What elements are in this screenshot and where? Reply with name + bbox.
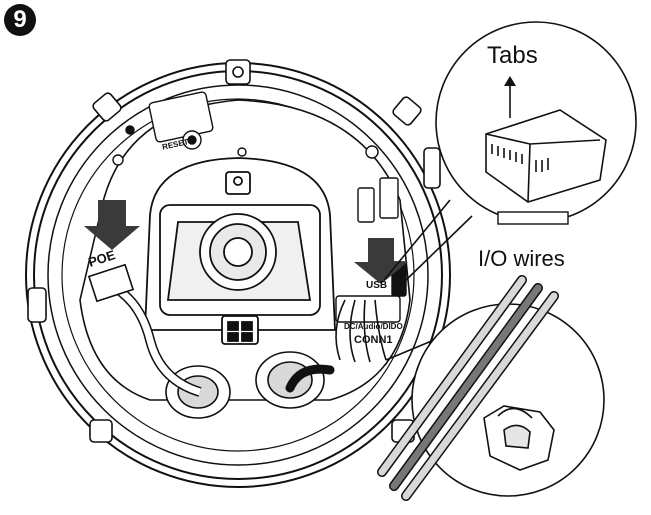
tabs-pointer-head-icon (504, 76, 516, 86)
mounting-lugs (27, 59, 441, 443)
usb-arrow-icon (354, 238, 408, 284)
holder-callout (385, 303, 605, 497)
tab-slots (491, 144, 549, 172)
dark-cable (285, 364, 335, 393)
poe-connector (87, 263, 135, 303)
io-wire-bundle (335, 299, 387, 363)
conn-label: CONN1 (354, 334, 393, 346)
tab-part (497, 211, 569, 225)
dc-audio-dido-label: DC/Audio/DIDO (344, 322, 403, 331)
io-wires-bundle (377, 275, 559, 501)
reset-button-area (112, 91, 379, 166)
lens-module (144, 157, 336, 345)
tabs-label: Tabs (487, 42, 538, 69)
poe-arrow-icon (84, 200, 140, 250)
step-number-badge: 9 (4, 4, 36, 36)
usb-label: USB (366, 280, 388, 291)
io-wires-label: I/O wires (478, 246, 565, 271)
tabs-callout (383, 21, 637, 283)
